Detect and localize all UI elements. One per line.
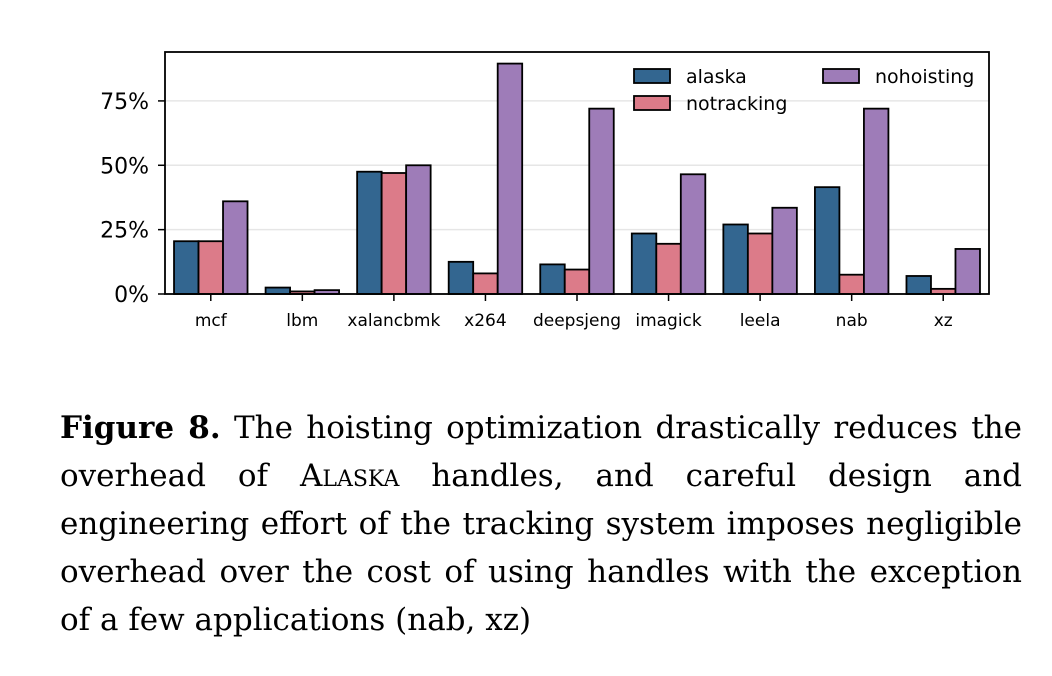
x-tick-label: nab xyxy=(836,311,868,331)
y-tick-label: 75% xyxy=(100,90,149,115)
bar-nohoisting-nab xyxy=(863,107,890,295)
figure-label: Figure 8. xyxy=(60,410,221,446)
bar-notracking-mcf xyxy=(197,240,224,295)
caption-text-1: The hoisting optimization drastically re… xyxy=(60,410,1022,494)
caption-system-name: Alaska xyxy=(299,458,400,494)
x-tick-label: mcf xyxy=(195,311,228,331)
bar-notracking-imagick xyxy=(655,242,682,295)
legend-label-notracking: notracking xyxy=(686,93,787,115)
bar-notracking-x264 xyxy=(472,272,499,295)
bar-nohoisting-imagick xyxy=(679,173,707,295)
bar-chart: 0% 25% 50% 75% mcf lbm xalancbmk x264 deepsjeng… xyxy=(100,51,990,331)
y-axis: 0% 25% 50% 75% xyxy=(100,90,165,308)
legend-label-nohoisting: nohoisting xyxy=(875,66,974,88)
bar-nohoisting-x264 xyxy=(496,62,524,295)
x-tick-label: x264 xyxy=(464,311,507,331)
legend: alaska notracking nohoisting xyxy=(633,66,974,115)
bar-nohoisting-xalancbmk xyxy=(405,164,432,295)
y-tick-label: 50% xyxy=(100,154,149,179)
bar-notracking-xalancbmk xyxy=(380,172,408,295)
bar-notracking-leela xyxy=(746,232,774,295)
y-tick-label: 25% xyxy=(100,219,149,244)
bar-alaska-leela xyxy=(722,223,749,295)
bar-nohoisting-deepsjeng xyxy=(588,107,615,295)
x-tick-label: xalancbmk xyxy=(347,311,440,331)
bar-nohoisting-mcf xyxy=(222,200,249,295)
x-axis: mcf lbm xalancbmk x264 deepsjeng imagick leela… xyxy=(195,294,953,331)
bar-alaska-nab xyxy=(814,186,841,295)
caption-text-2: handles, and careful design and engineer… xyxy=(60,458,1023,638)
bar-nohoisting-leela xyxy=(771,206,798,295)
x-tick-label: xz xyxy=(934,311,953,331)
bar-alaska-xz xyxy=(905,275,932,295)
legend-swatch-alaska xyxy=(633,68,671,84)
bar-alaska-mcf xyxy=(173,240,200,295)
legend-swatch-nohoisting xyxy=(822,68,860,84)
x-tick-label: deepsjeng xyxy=(533,311,621,331)
legend-label-alaska: alaska xyxy=(686,66,747,88)
y-tick-label: 0% xyxy=(114,283,149,308)
bar-alaska-x264 xyxy=(447,260,475,295)
bar-alaska-imagick xyxy=(630,232,658,295)
x-tick-label: leela xyxy=(740,311,781,331)
bar-alaska-deepsjeng xyxy=(539,263,566,295)
bar-notracking-deepsjeng xyxy=(563,268,591,295)
bar-alaska-xalancbmk xyxy=(356,170,383,295)
legend-swatch-notracking xyxy=(633,95,671,111)
bar-nohoisting-xz xyxy=(954,248,981,295)
x-tick-label: lbm xyxy=(286,311,318,331)
bar-notracking-nab xyxy=(838,273,865,295)
figure-caption: Figure 8. The hoisting optimization dras… xyxy=(60,404,1022,644)
x-tick-label: imagick xyxy=(635,311,702,331)
bars xyxy=(173,62,981,295)
bar-alaska-lbm xyxy=(264,286,291,295)
